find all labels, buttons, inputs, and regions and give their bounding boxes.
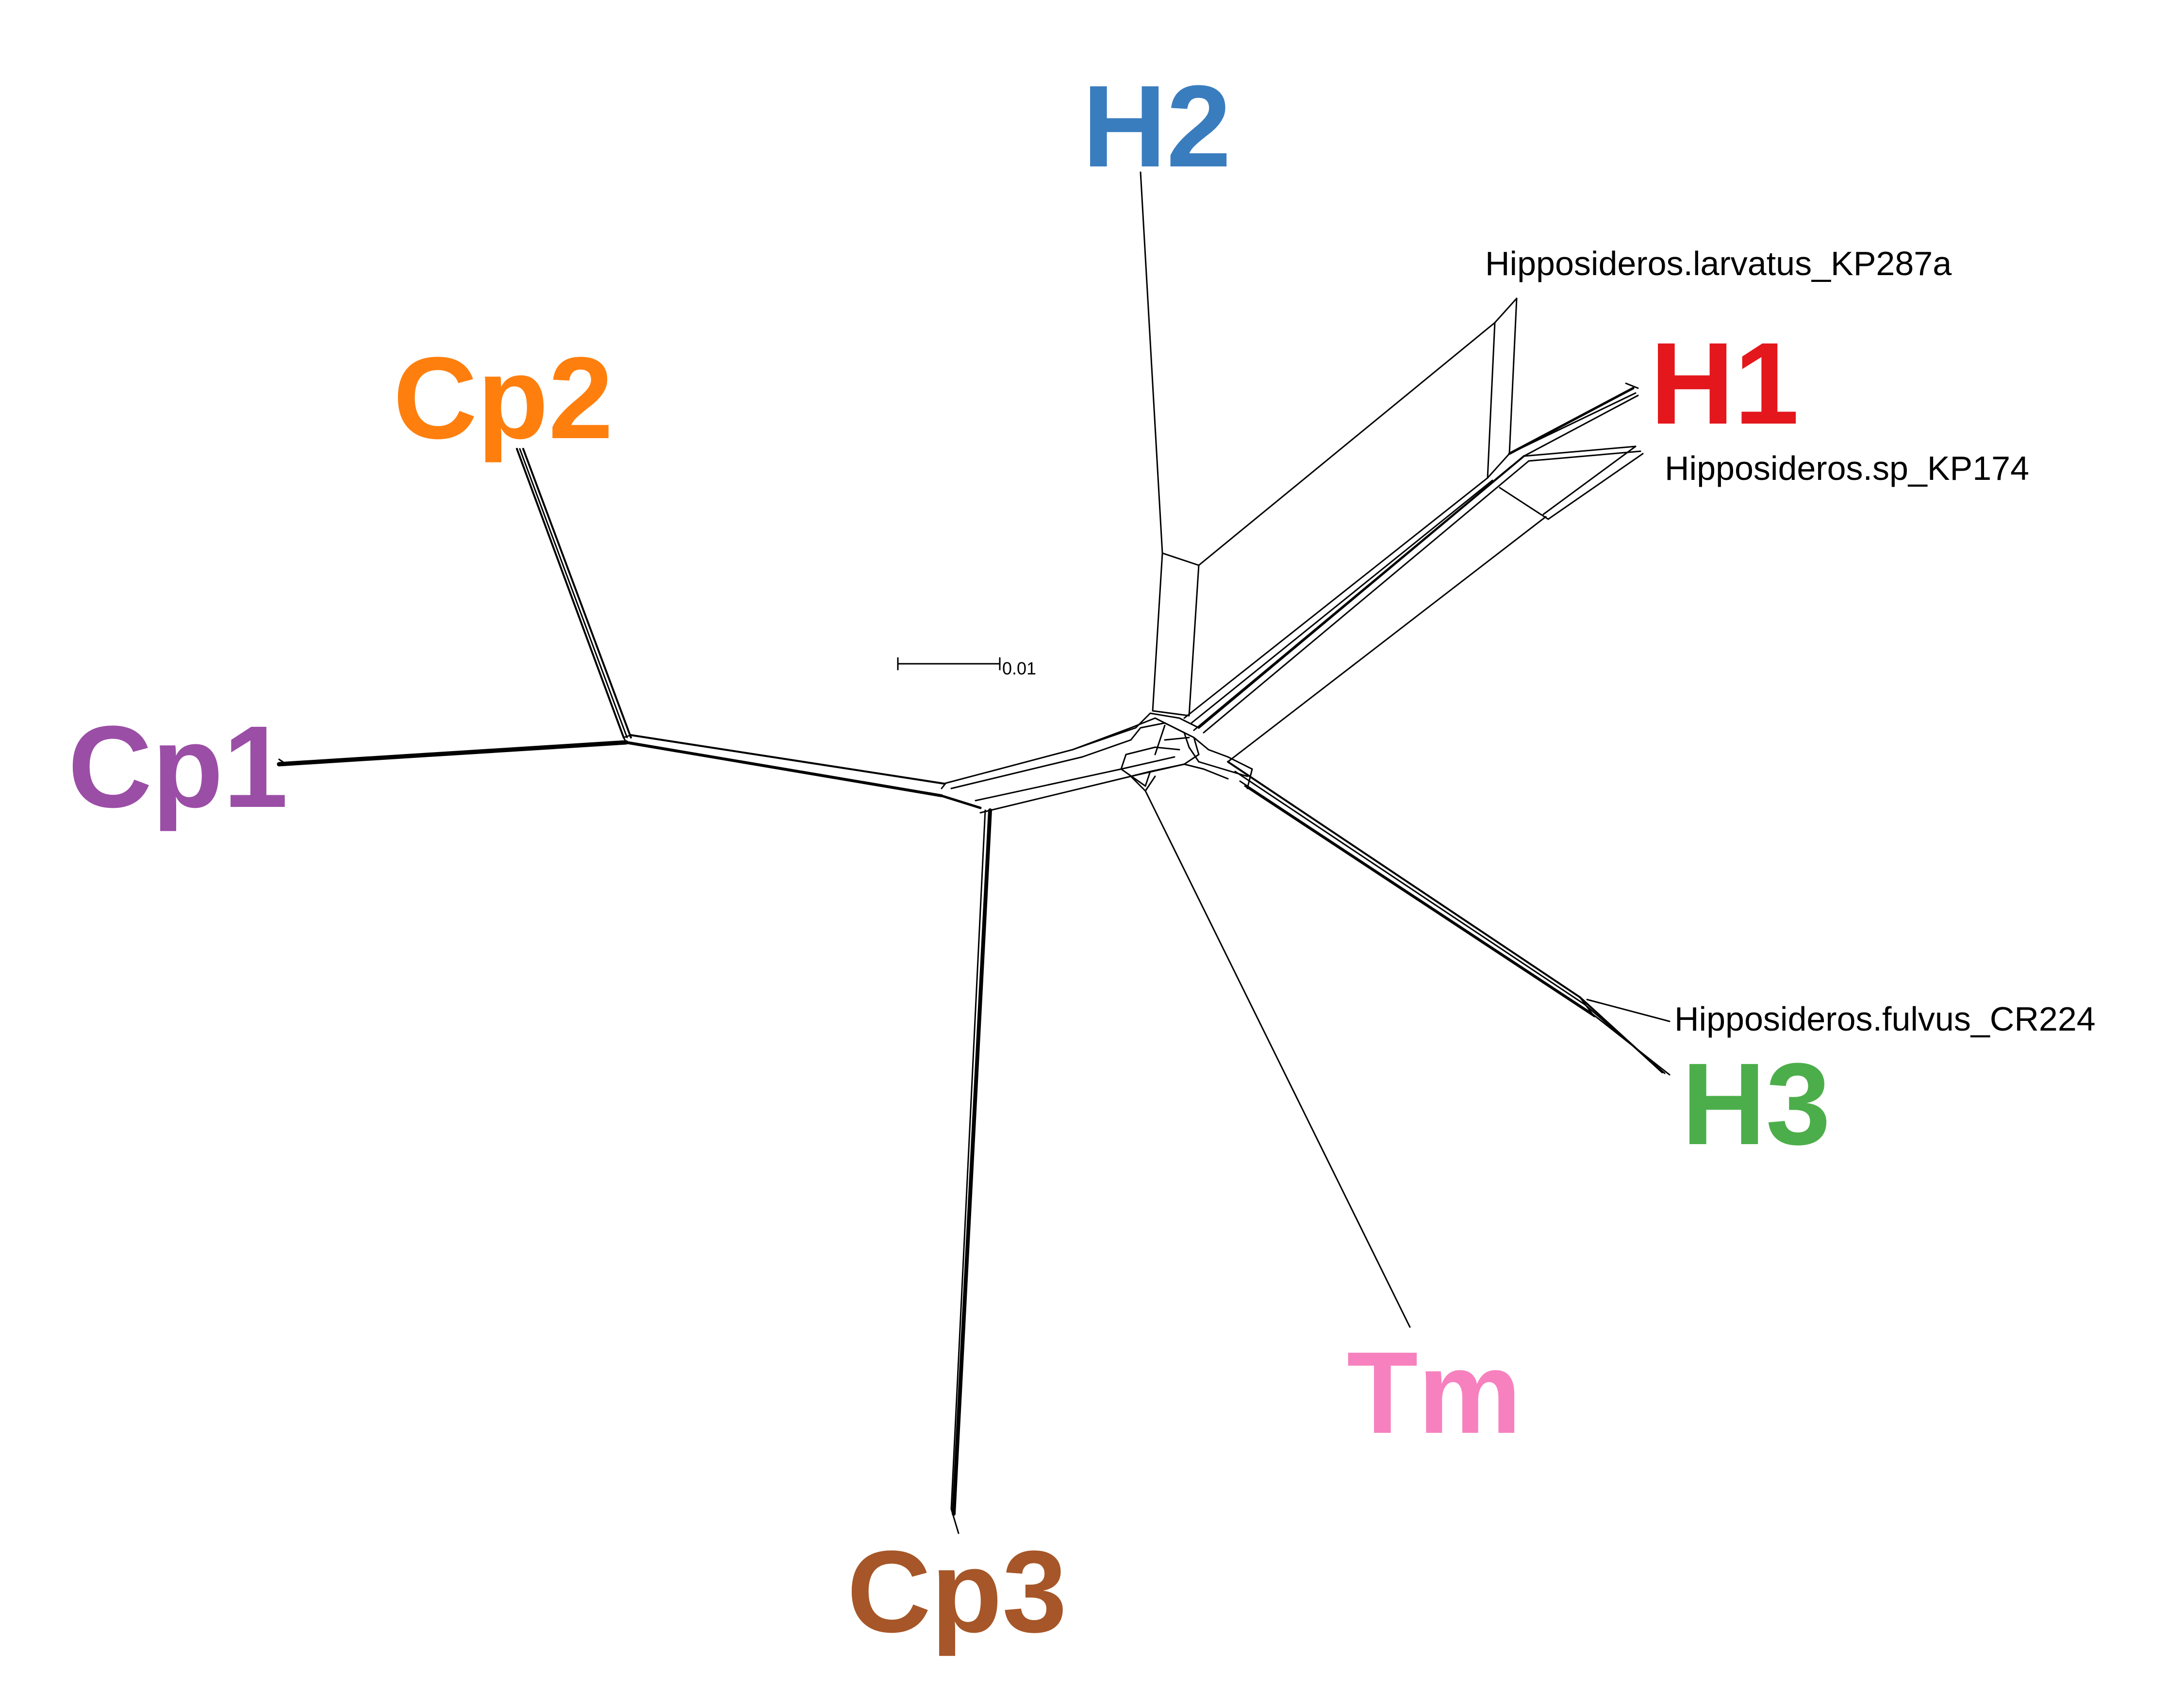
branch-cp1 [277,740,629,767]
internal-edges-left [623,727,1185,814]
taxon-label-sp: Hipposideros.sp_KP174 [1665,449,2030,487]
clade-label-cp3: Cp3 [847,1526,1067,1657]
branch-h2 [1140,171,1200,717]
clade-label-h3: H3 [1682,1039,1831,1169]
clade-label-cp1: Cp1 [68,702,288,832]
branch-larvatus [1183,297,1518,724]
clade-label-h1: H1 [1650,318,1799,448]
scale-bar [897,657,1001,671]
taxon-label-larvatus: Hipposideros.larvatus_KP287a [1485,245,1952,282]
branch-sp [1227,445,1644,763]
branch-cp3 [950,808,992,1534]
taxon-label-fulvus: Hipposideros.fulvus_CR224 [1674,1000,2096,1038]
central-reticulation [1072,712,1253,792]
clade-label-h2: H2 [1082,61,1231,191]
clade-label-tm: Tm [1347,1328,1522,1458]
branch-h1 [1193,382,1639,734]
clade-label-cp2: Cp2 [393,333,613,463]
branch-h3 [1227,761,1671,1076]
branch-cp2 [516,448,632,738]
branch-tm [1144,790,1411,1328]
scale-bar-label: 0.01 [1002,658,1037,678]
